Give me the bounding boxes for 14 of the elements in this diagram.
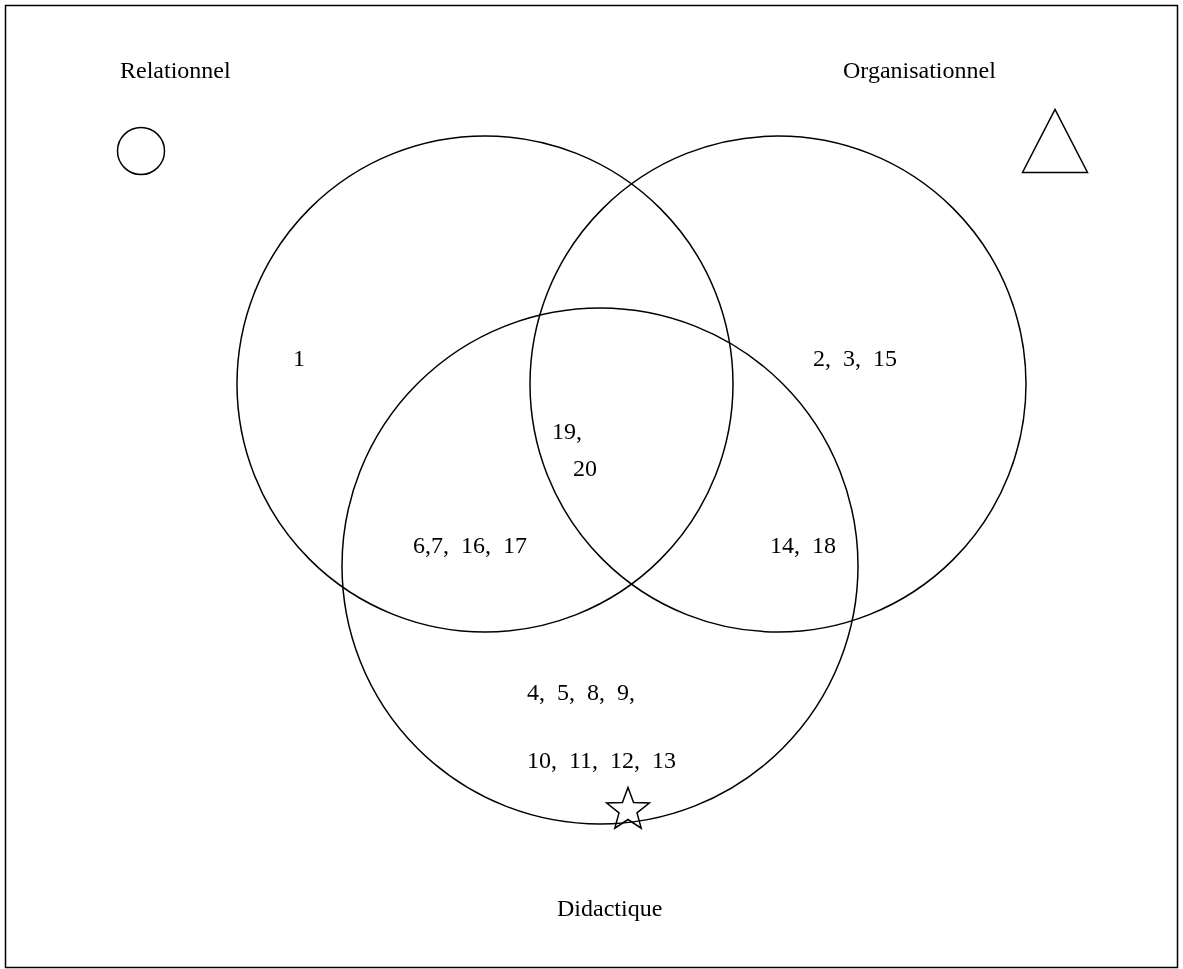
set-members-label: 2, 3, 15 bbox=[813, 346, 897, 370]
set-members-label: 6,7, 16, 17 bbox=[413, 533, 527, 557]
set-members-label: 10, 11, 12, 13 bbox=[527, 748, 677, 772]
circle-outline bbox=[530, 136, 1026, 632]
set-members-label: 14, 18 bbox=[770, 533, 836, 557]
set-members-label: 19, bbox=[552, 419, 582, 443]
circle-outline bbox=[342, 308, 858, 824]
legend-label: Didactique bbox=[557, 896, 663, 920]
legend-label: Organisationnel bbox=[843, 58, 996, 82]
circle-outline bbox=[237, 136, 733, 632]
set-members-label: 4, 5, 8, 9, bbox=[527, 680, 635, 704]
set-members-label: 20 bbox=[573, 456, 597, 480]
legend-label: Relationnel bbox=[120, 58, 231, 82]
set-members-label: 1 bbox=[293, 346, 305, 370]
